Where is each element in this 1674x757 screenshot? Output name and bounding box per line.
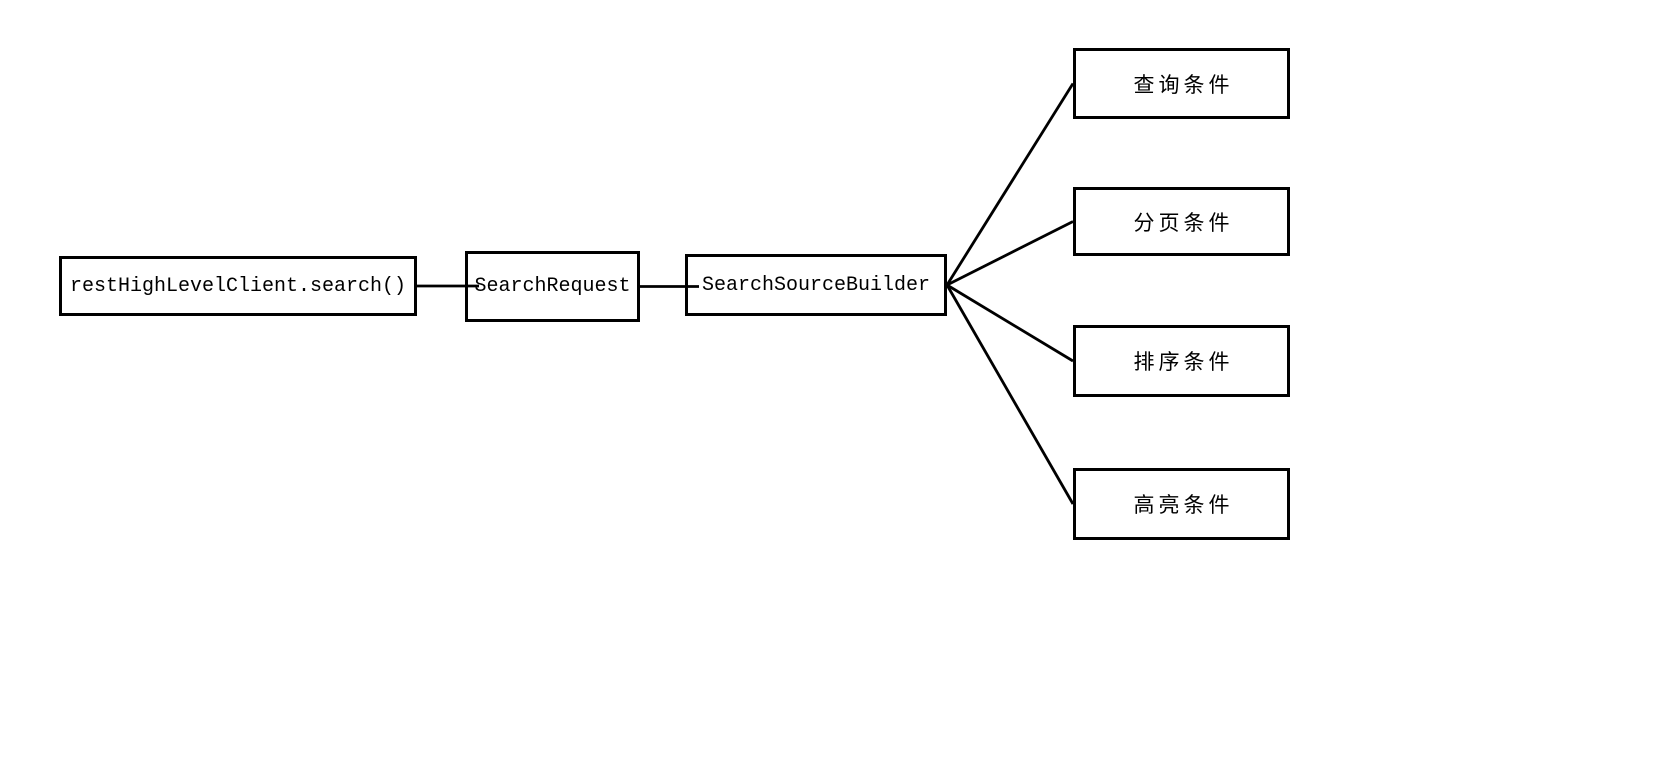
node-query-condition: 查询条件 — [1073, 48, 1290, 119]
node-search-source-builder: SearchSourceBuilder — [685, 254, 947, 316]
node-sort-condition: 排序条件 — [1073, 325, 1290, 397]
node-label: 高亮条件 — [1133, 494, 1234, 517]
node-search-request: SearchRequest — [465, 251, 640, 322]
node-label: 分页条件 — [1133, 211, 1234, 235]
node-label: 查询条件 — [1133, 73, 1234, 97]
node-label: SearchRequest — [474, 275, 631, 298]
node-rest-high-level-client-search: restHighLevelClient.search() — [59, 256, 417, 316]
node-label: 排序条件 — [1133, 351, 1234, 374]
node-label: SearchSourceBuilder — [701, 273, 931, 297]
node-pagination-condition: 分页条件 — [1073, 187, 1290, 256]
node-label: restHighLevelClient.search() — [69, 274, 407, 298]
node-highlight-condition: 高亮条件 — [1073, 468, 1290, 540]
